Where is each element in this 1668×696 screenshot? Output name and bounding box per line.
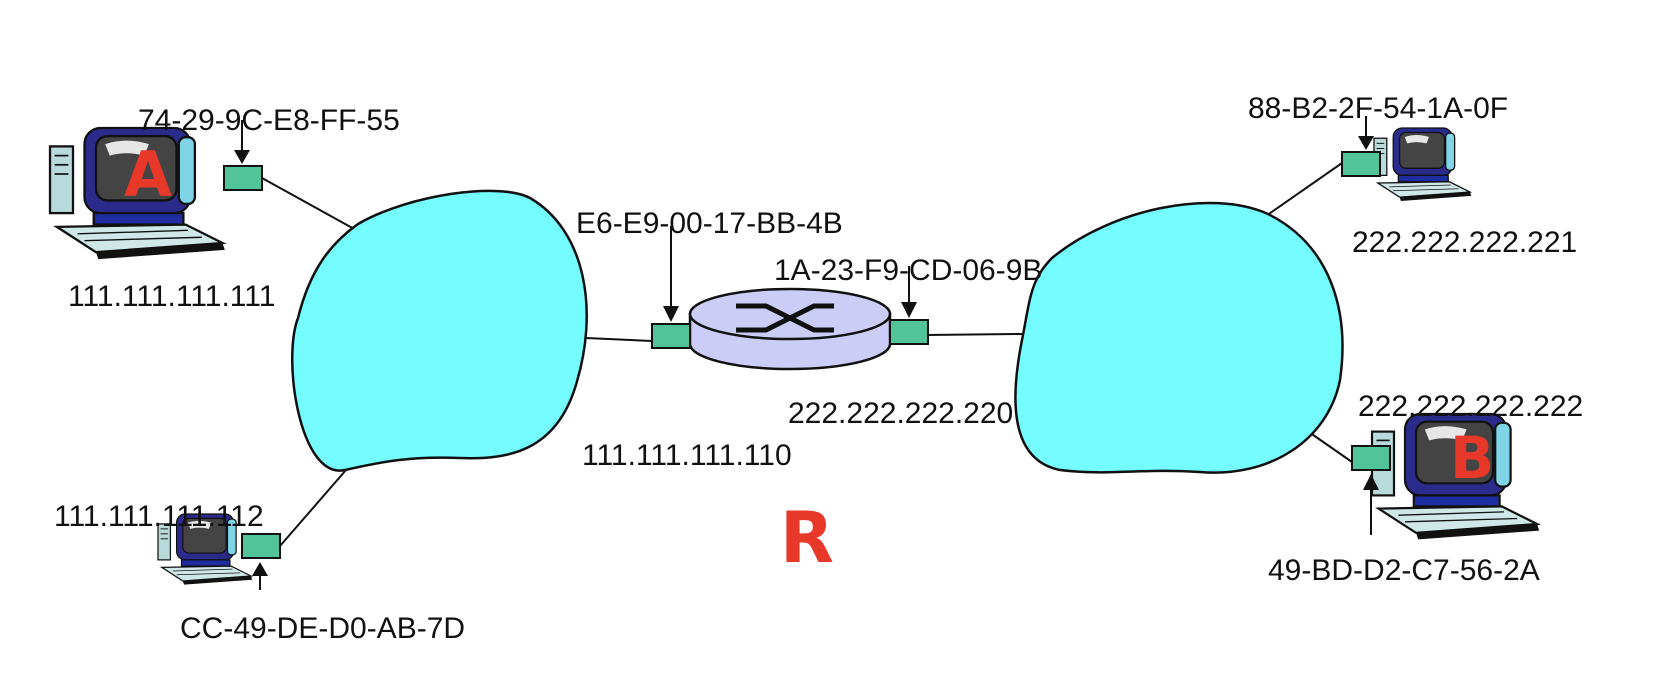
router-right-mac-label: 1A-23-F9-CD-06-9B — [774, 254, 1042, 287]
link-d-subnet2 — [1265, 162, 1343, 217]
host-b-adapter — [1351, 445, 1391, 471]
link-subnet1-router — [585, 337, 653, 342]
router-right-adapter — [889, 319, 929, 345]
mac-pointer-arrows — [234, 116, 1379, 590]
router-icon — [736, 303, 834, 333]
host-c-mac-label: CC-49-DE-D0-AB-7D — [180, 612, 465, 645]
link-c-subnet1 — [279, 469, 347, 547]
subnet-left — [291, 189, 588, 472]
host-a-adapter — [223, 165, 263, 191]
host-a-tag: A — [124, 138, 172, 211]
host-d-mac-label: 88-B2-2F-54-1A-0F — [1248, 92, 1508, 125]
router-right-ip-label: 222.222.222.220 — [788, 397, 1013, 430]
host-c-ip-label: 111.111.111.112 — [54, 500, 264, 533]
link-b-subnet2 — [1305, 429, 1353, 463]
host-b-mac-label: 49-BD-D2-C7-56-2A — [1268, 554, 1540, 587]
router-tag: R — [780, 497, 834, 579]
subnet-right — [1014, 201, 1344, 474]
router — [688, 287, 892, 371]
host-a-ip-label: 111.111.111.111 — [68, 280, 275, 313]
desktop-computer-icon — [1373, 127, 1472, 202]
link-router-subnet2 — [925, 333, 1023, 336]
host-b-ip-label: 222.222.222.222 — [1358, 390, 1583, 423]
host-a-mac-label: 74-29-9C-E8-FF-55 — [138, 104, 400, 137]
router-left-ip-label: 111.111.111.110 — [582, 439, 792, 472]
host-c-adapter — [241, 533, 281, 559]
router-left-adapter — [651, 323, 691, 349]
host-d-adapter — [1341, 151, 1381, 177]
host-b-tag: B — [1450, 424, 1494, 492]
host-d-ip-label: 222.222.222.221 — [1352, 226, 1577, 259]
router-left-mac-label: E6-E9-00-17-BB-4B — [576, 207, 843, 240]
link-a-subnet1 — [261, 177, 357, 231]
